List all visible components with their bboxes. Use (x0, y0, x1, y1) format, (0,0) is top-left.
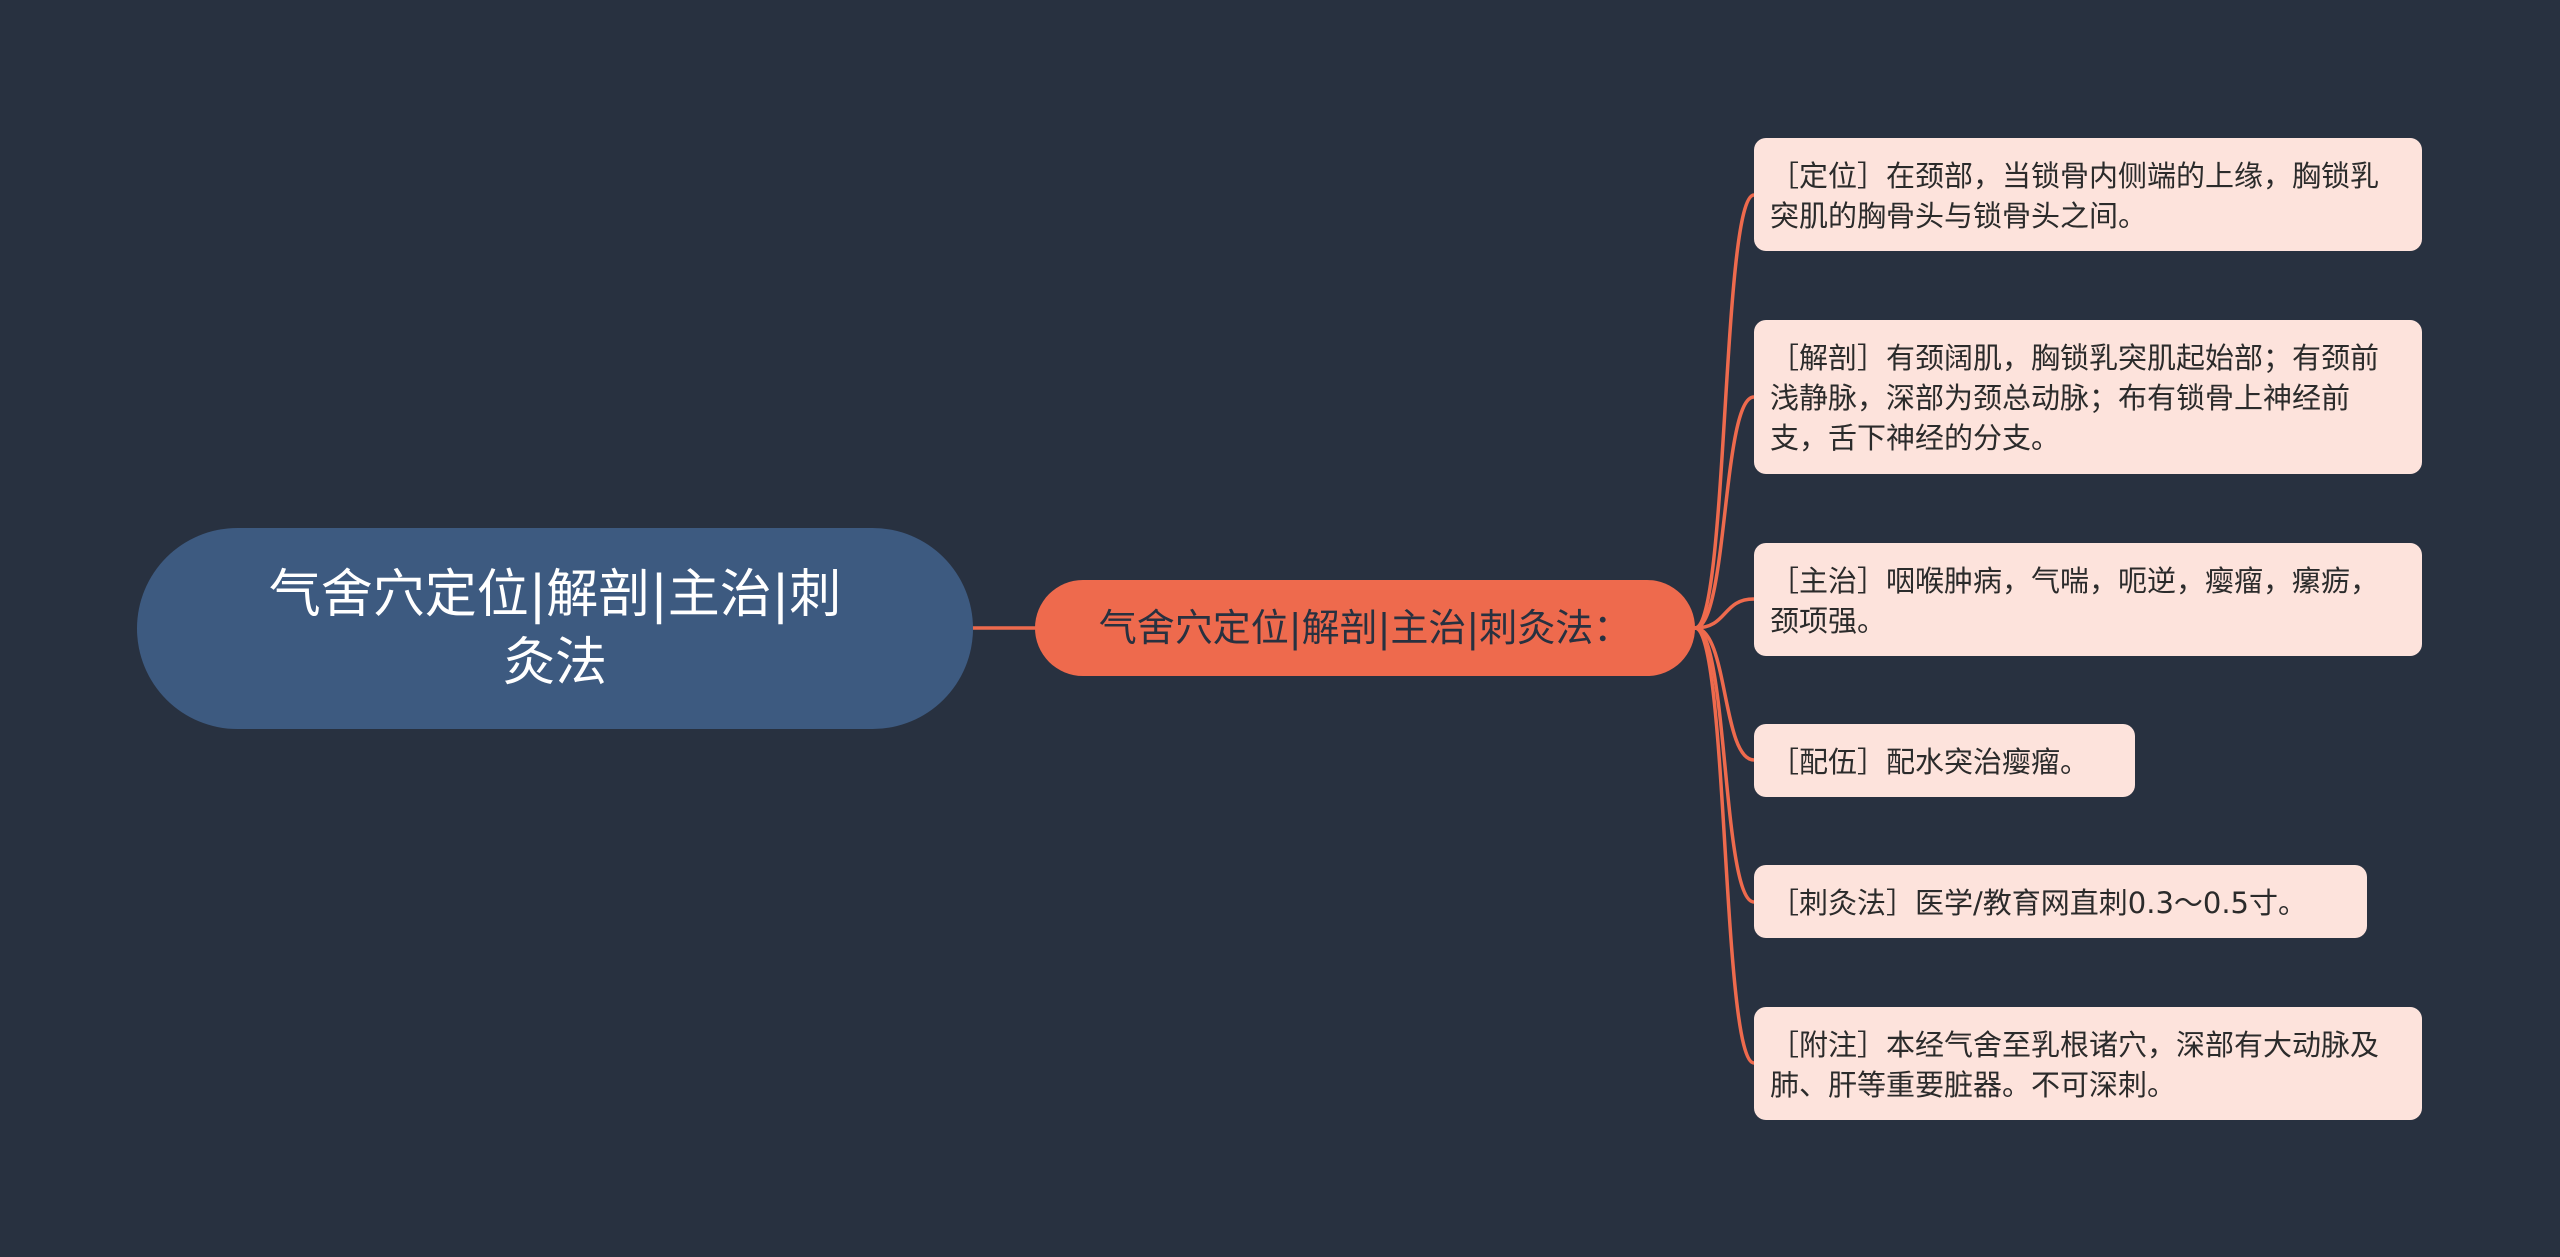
leaf-node-label: ［附注］本经气舍至乳根诸穴，深部有大动脉及肺、肝等重要脏器。不可深刺。 (1770, 1028, 2380, 1102)
branch-leaf-connector (1693, 626, 1756, 904)
branch-leaf-connector (1693, 193, 1756, 630)
branch-leaf-connector (1693, 626, 1756, 762)
leaf-node-indications[interactable]: ［主治］咽喉肿病，气喘，呃逆，瘿瘤，瘰疬，颈项强。 (1754, 543, 2422, 656)
branch-node[interactable]: 气舍穴定位|解剖|主治|刺灸法： (1035, 580, 1695, 676)
leaf-node-label: ［刺灸法］医学/教育网直刺0.3～0.5寸。 (1770, 886, 2308, 920)
branch-leaf-connector (1693, 626, 1756, 1065)
leaf-node-notes[interactable]: ［附注］本经气舍至乳根诸穴，深部有大动脉及肺、肝等重要脏器。不可深刺。 (1754, 1007, 2422, 1120)
root-node-label: 气舍穴定位|解剖|主治|刺灸法 (268, 564, 842, 693)
leaf-node-location[interactable]: ［定位］在颈部，当锁骨内侧端的上缘，胸锁乳突肌的胸骨头与锁骨头之间。 (1754, 138, 2422, 251)
leaf-node-label: ［配伍］配水突治瘿瘤。 (1770, 745, 2090, 779)
branch-node-label: 气舍穴定位|解剖|主治|刺灸法： (1098, 606, 1632, 650)
root-node[interactable]: 气舍穴定位|解剖|主治|刺灸法 (137, 528, 973, 729)
leaf-node-anatomy[interactable]: ［解剖］有颈阔肌，胸锁乳突肌起始部；有颈前浅静脉，深部为颈总动脉；布有锁骨上神经… (1754, 320, 2422, 474)
leaf-node-combination[interactable]: ［配伍］配水突治瘿瘤。 (1754, 724, 2135, 797)
leaf-node-label: ［定位］在颈部，当锁骨内侧端的上缘，胸锁乳突肌的胸骨头与锁骨头之间。 (1770, 159, 2380, 233)
branch-leaf-connector (1693, 395, 1756, 630)
branch-leaf-connector (1693, 597, 1756, 630)
leaf-node-label: ［解剖］有颈阔肌，胸锁乳突肌起始部；有颈前浅静脉，深部为颈总动脉；布有锁骨上神经… (1770, 341, 2380, 455)
leaf-node-needling[interactable]: ［刺灸法］医学/教育网直刺0.3～0.5寸。 (1754, 865, 2367, 938)
leaf-node-label: ［主治］咽喉肿病，气喘，呃逆，瘿瘤，瘰疬，颈项强。 (1770, 564, 2380, 638)
